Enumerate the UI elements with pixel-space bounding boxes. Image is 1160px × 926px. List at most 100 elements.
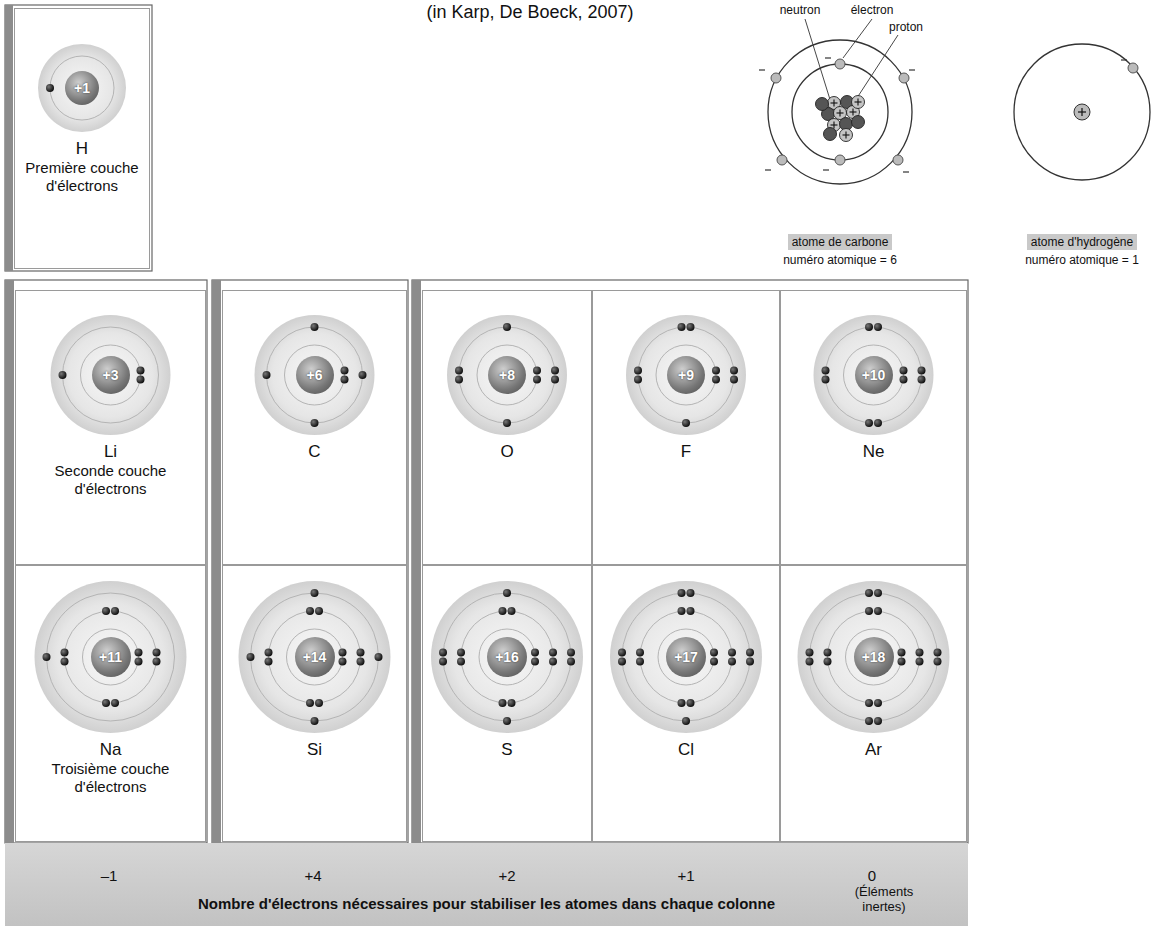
atomic-number: numéro atomique = 1 <box>1025 253 1139 267</box>
shell-caption: Première couche d'électrons <box>19 159 145 195</box>
element-symbol: C <box>227 442 402 462</box>
atom-glow <box>798 581 950 733</box>
electron-dot <box>806 658 814 666</box>
electron-dot <box>746 649 754 657</box>
electron-dot <box>439 649 447 657</box>
electron-dot <box>439 658 447 666</box>
electron-shell <box>479 629 535 685</box>
electron-shell <box>251 593 379 721</box>
atom-glow <box>35 581 187 733</box>
element-text: Ne <box>785 442 962 462</box>
element-symbol: Ne <box>785 442 962 462</box>
atom-caption: atome d'hydrogène <box>1017 236 1147 250</box>
atom-glow <box>626 315 746 435</box>
electron-dot <box>874 323 882 331</box>
element-symbol: F <box>597 442 775 462</box>
panel-edge <box>5 5 13 271</box>
source-title: (in Karp, De Boeck, 2007) <box>300 2 760 23</box>
element-cell: NaTroisième couche d'électrons+11 <box>15 565 206 842</box>
element-cell: Cl+17 <box>592 565 780 842</box>
electron-dot <box>359 371 367 379</box>
electron-shell <box>461 611 553 703</box>
electron-dot <box>549 649 557 657</box>
electron-dot <box>634 367 642 375</box>
electron-dot <box>111 607 119 615</box>
electron-dot <box>618 649 626 657</box>
electron-dot <box>874 699 882 707</box>
electron-dot <box>499 699 507 707</box>
part-label: neutron <box>780 3 821 17</box>
electron-dot <box>730 367 738 375</box>
electron-dot <box>341 376 349 384</box>
minus-sign <box>823 169 829 170</box>
element-symbol: O <box>427 442 587 462</box>
nucleus: +3 <box>92 356 130 394</box>
electron-dot <box>874 717 882 725</box>
electron <box>771 73 781 83</box>
electron-shell <box>477 345 537 405</box>
electron-dot <box>678 607 686 615</box>
electron-count: +2 <box>498 867 515 884</box>
electron-dot <box>111 699 119 707</box>
electron-dot <box>824 649 832 657</box>
nuclear-charge: +8 <box>499 367 515 383</box>
part-label: proton <box>876 21 936 35</box>
electron <box>835 155 845 165</box>
nuclear-charge: +18 <box>862 649 886 665</box>
electron-dot <box>865 607 873 615</box>
panel <box>412 280 968 843</box>
electron-dot <box>311 589 319 597</box>
nuclear-charge: +11 <box>99 649 122 665</box>
electron-dot <box>865 419 873 427</box>
electron-dot <box>339 649 347 657</box>
electron-dot <box>822 367 830 375</box>
inert-note: (Éléments inertes) <box>855 884 914 914</box>
electron-dot <box>636 658 644 666</box>
electron-dot <box>934 658 942 666</box>
electron-dot <box>549 658 557 666</box>
electron-dot <box>934 649 942 657</box>
electron-dot <box>61 658 69 666</box>
part-label: électron <box>837 4 907 18</box>
electron-dot <box>824 658 832 666</box>
electron-dot <box>339 658 347 666</box>
electron-dot <box>687 699 695 707</box>
nucleus: +1 <box>65 71 99 105</box>
electron-dot <box>137 376 145 384</box>
element-cell: LiSeconde couche d'électrons+3 <box>15 290 206 565</box>
element-cell: Ne+10 <box>780 290 967 565</box>
nucleus: +6 <box>296 356 334 394</box>
plus-sign <box>857 99 858 106</box>
electron-dot <box>634 376 642 384</box>
electron-dot <box>865 323 873 331</box>
electron-dot <box>375 653 383 661</box>
electron <box>899 73 909 83</box>
electron-dot <box>900 367 908 375</box>
electron-dot <box>900 376 908 384</box>
electron-count: +4 <box>293 867 333 884</box>
electron-dot <box>916 658 924 666</box>
electron-dot <box>710 658 718 666</box>
element-cell: S+16 <box>422 565 592 842</box>
electron-dot <box>503 419 511 427</box>
atom-glow <box>610 581 762 733</box>
atomic-number: numéro atomique = 1 <box>1007 254 1157 268</box>
electron-dot <box>551 367 559 375</box>
nuclear-charge: +16 <box>495 649 519 665</box>
electron-dot <box>874 607 882 615</box>
electron-dot <box>137 367 145 375</box>
electron <box>777 155 787 165</box>
electron-shell <box>826 327 922 423</box>
element-text: Ar <box>785 740 962 760</box>
electron-count: –1 <box>101 867 118 884</box>
atom-glow <box>51 315 171 435</box>
atom-glow <box>239 581 391 733</box>
leader-line <box>843 19 872 58</box>
electron <box>893 155 903 165</box>
atom-glow <box>814 315 934 435</box>
electron-dot <box>918 376 926 384</box>
electron-dot <box>728 649 736 657</box>
electron-shell <box>844 345 904 405</box>
neutron <box>852 116 865 129</box>
atom-glow <box>431 581 583 733</box>
